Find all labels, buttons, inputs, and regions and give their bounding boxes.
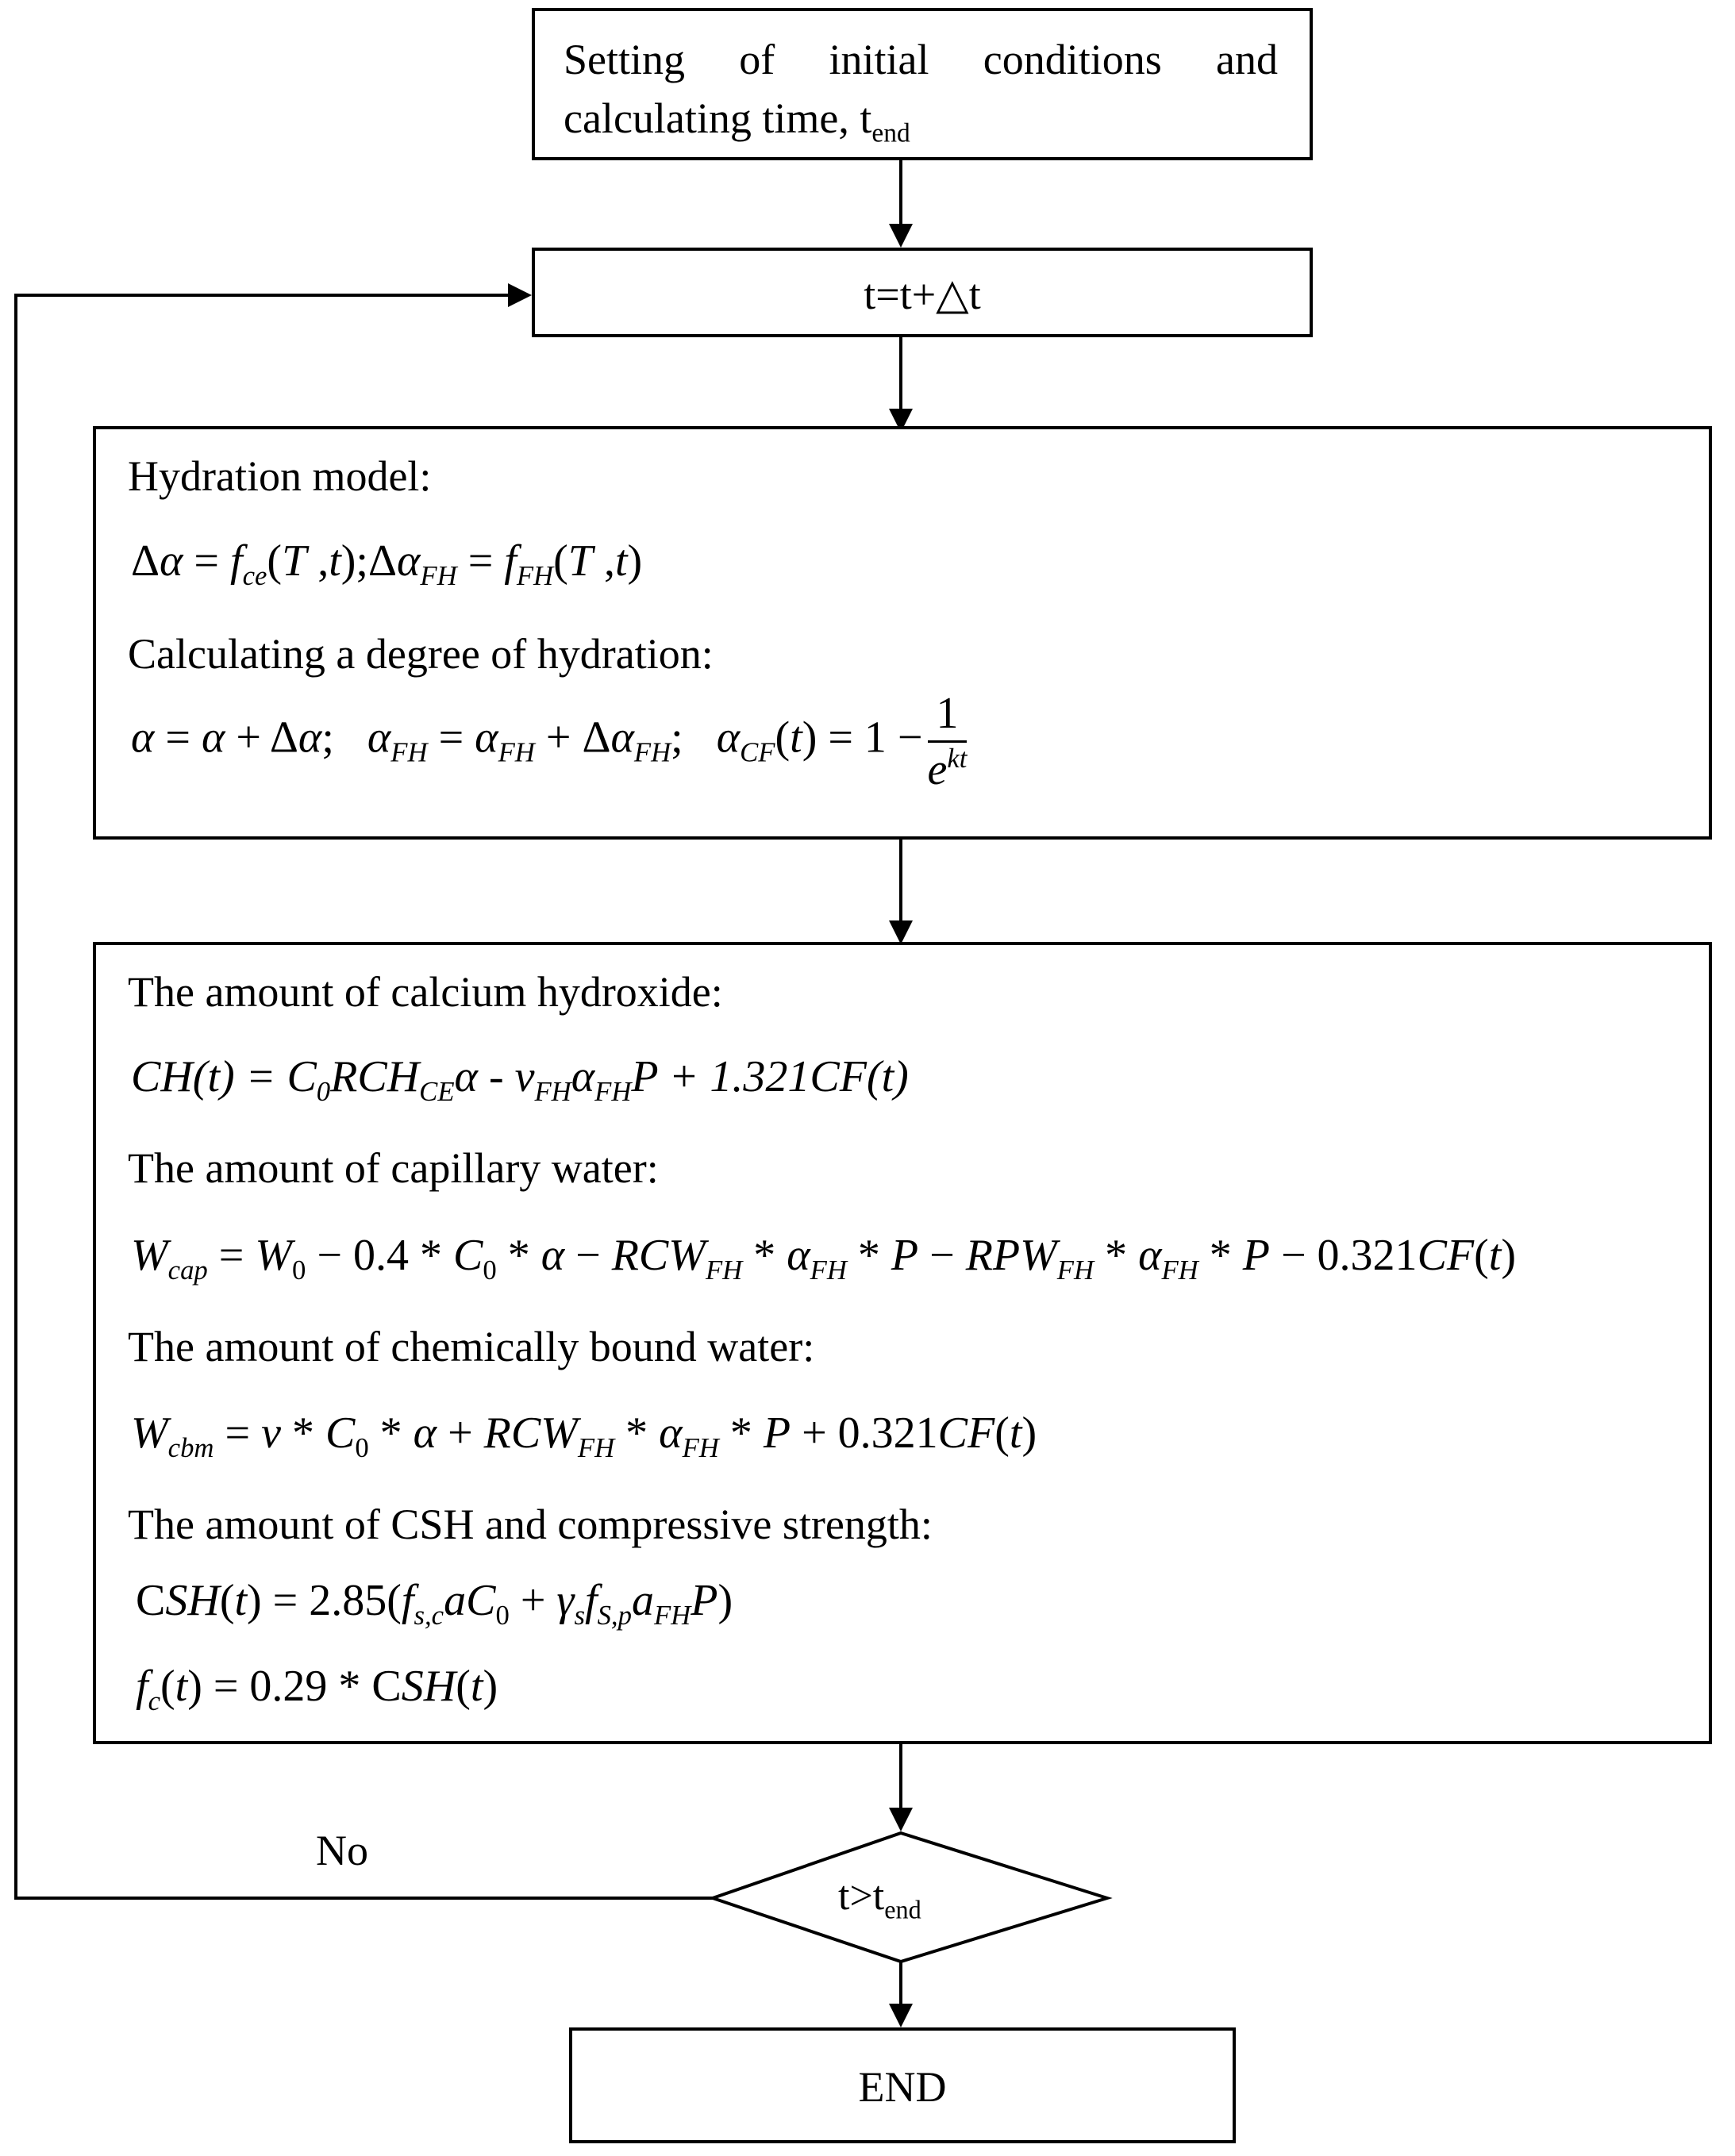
capillary-water-equation: Wcap = W0 − 0.4 * C0 * α − RCWFH * αFH *… <box>131 1231 1516 1286</box>
decision-diamond <box>707 1831 1113 1964</box>
calcium-hydroxide-equation: CH(t) = C0RCHCEα - vFHαFHP + 1.321CF(t) <box>131 1052 909 1108</box>
time-step-box: t=t+△t <box>532 248 1313 337</box>
start-box: Setting of initial conditions and calcul… <box>532 8 1313 160</box>
degree-of-hydration-title: Calculating a degree of hydration: <box>128 630 714 678</box>
no-branch-label: No <box>316 1827 368 1874</box>
degree-of-hydration-equation: α = α + Δα; αFH = αFH + ΔαFH; αCF(t) = 1… <box>131 689 968 794</box>
csh-equation: CSH(t) = 2.85(fs,caC0 + γsfS,paFHP) <box>136 1576 733 1631</box>
csh-and-strength-title: The amount of CSH and compressive streng… <box>128 1501 933 1548</box>
end-label: END <box>858 2063 947 2111</box>
start-line-2: calculating time, tend <box>564 94 910 148</box>
hydration-model-title: Hydration model: <box>128 452 432 500</box>
chemically-bound-water-equation: Wcbm = v * C0 * α + RCWFH * αFH * P + 0.… <box>131 1409 1037 1464</box>
time-step-label: t=t+△t <box>864 271 981 318</box>
calcium-hydroxide-title: The amount of calcium hydroxide: <box>128 968 723 1016</box>
hydration-rate-equation: Δα = fce(T ,t);ΔαFH = fFH(T ,t) <box>131 536 643 592</box>
capillary-water-title: The amount of capillary water: <box>128 1144 659 1192</box>
loop-back-no-path <box>14 294 713 1900</box>
start-line-1: Setting of initial conditions and <box>564 36 1278 83</box>
end-box: END <box>569 2027 1236 2143</box>
chemically-bound-water-title: The amount of chemically bound water: <box>128 1323 815 1370</box>
compressive-strength-equation: fc(t) = 0.29 * CSH(t) <box>136 1662 498 1717</box>
hydration-model-box: Hydration model: Δα = fce(T ,t);ΔαFH = f… <box>93 426 1712 840</box>
outputs-box: The amount of calcium hydroxide: CH(t) =… <box>93 942 1712 1744</box>
decision-label: t>tend <box>838 1874 921 1924</box>
